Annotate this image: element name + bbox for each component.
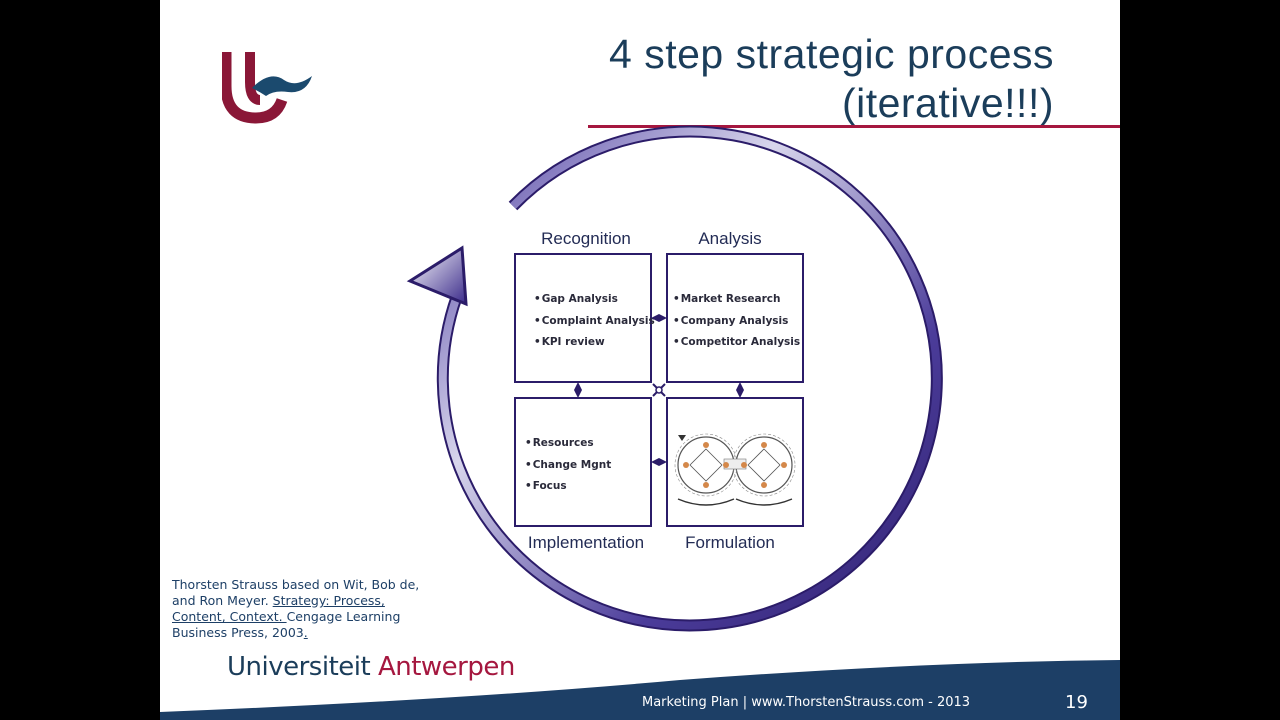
quadrant-analysis: Market Research Company Analysis Competi…	[666, 253, 804, 383]
university-name-part1: Universiteit	[227, 652, 378, 682]
quadrant-implementation: Resources Change Mgnt Focus	[514, 397, 652, 527]
quadrant-recognition: Gap Analysis Complaint Analysis KPI revi…	[514, 253, 652, 383]
quadrant-formulation	[666, 397, 804, 527]
list-item: Competitor Analysis	[673, 332, 800, 354]
quadrant-label-analysis: Analysis	[655, 229, 805, 249]
citation: Thorsten Strauss based on Wit, Bob de, a…	[172, 577, 422, 641]
strategy-loop-figure	[668, 399, 802, 525]
list-item: Change Mgnt	[525, 455, 611, 477]
list-item: Company Analysis	[673, 311, 800, 333]
quadrant-label-recognition: Recognition	[511, 229, 661, 249]
citation-period: .	[304, 625, 308, 640]
list-item: Focus	[525, 476, 611, 498]
footer-text: Marketing Plan | www.ThorstenStrauss.com…	[642, 695, 970, 710]
slide: 4 step strategic process (iterative!!!) …	[160, 0, 1120, 720]
list-item: Complaint Analysis	[534, 311, 655, 333]
page-number: 19	[1065, 692, 1088, 713]
list-item: Gap Analysis	[534, 289, 655, 311]
list-item: Resources	[525, 433, 611, 455]
university-name-part2: Antwerpen	[378, 652, 515, 682]
list-item: KPI review	[534, 332, 655, 354]
university-name: Universiteit Antwerpen	[227, 652, 515, 682]
horizontal-connectors	[650, 310, 668, 470]
list-item: Market Research	[673, 289, 800, 311]
quadrant-label-implementation: Implementation	[511, 533, 661, 553]
quadrant-label-formulation: Formulation	[655, 533, 805, 553]
